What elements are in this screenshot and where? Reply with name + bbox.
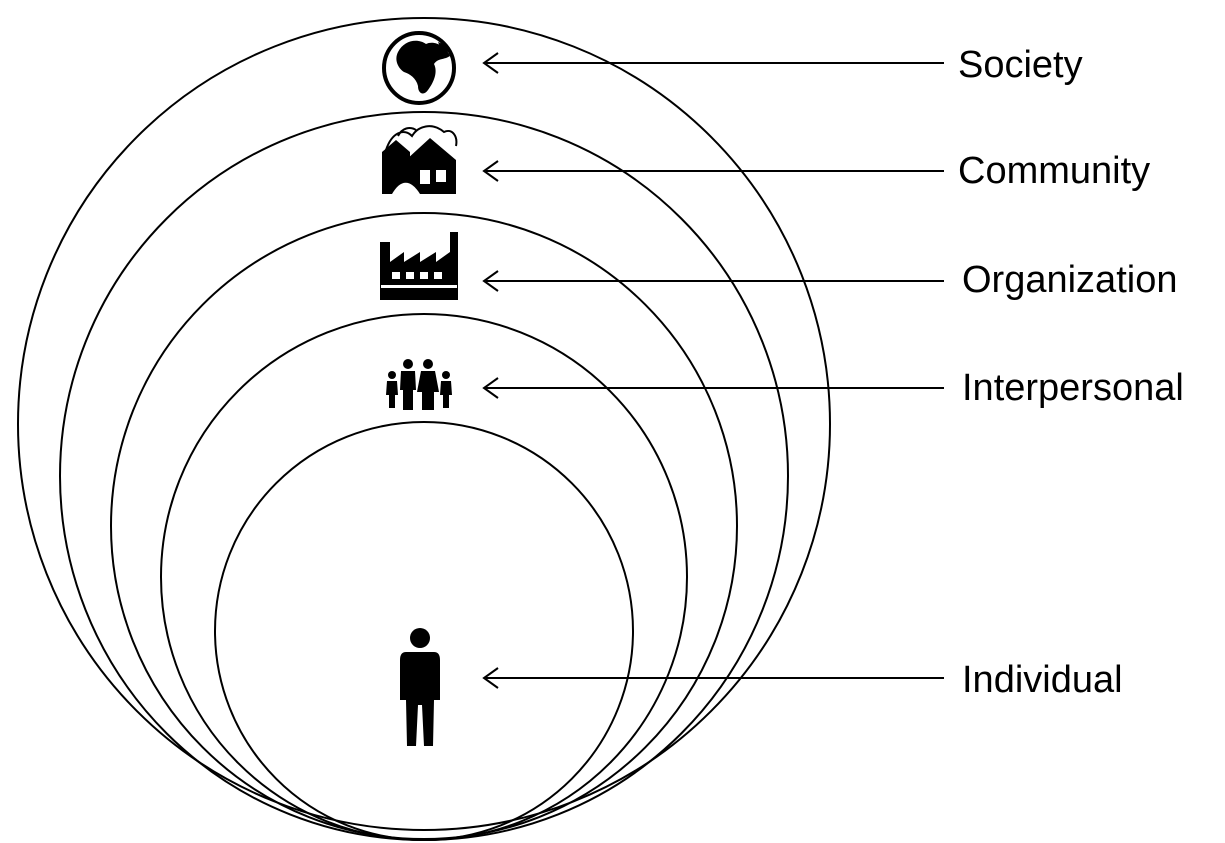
- arrows: [482, 52, 944, 689]
- globe-icon: [382, 31, 456, 105]
- society-ring: [17, 17, 831, 831]
- family-icon: [386, 359, 452, 410]
- label-individual: Individual: [962, 659, 1123, 701]
- houses-icon: [382, 125, 458, 194]
- arrow-organization: [482, 270, 944, 292]
- arrow-community: [482, 160, 944, 182]
- arrow-society: [482, 52, 944, 74]
- arrow-interpersonal: [482, 377, 944, 399]
- individual-ring: [214, 421, 634, 841]
- factory-icon: [380, 232, 458, 300]
- label-community: Community: [958, 150, 1150, 192]
- person-icon: [400, 628, 440, 746]
- label-interpersonal: Interpersonal: [962, 367, 1184, 409]
- label-organization: Organization: [962, 259, 1177, 301]
- arrow-individual: [482, 667, 944, 689]
- label-society: Society: [958, 44, 1083, 86]
